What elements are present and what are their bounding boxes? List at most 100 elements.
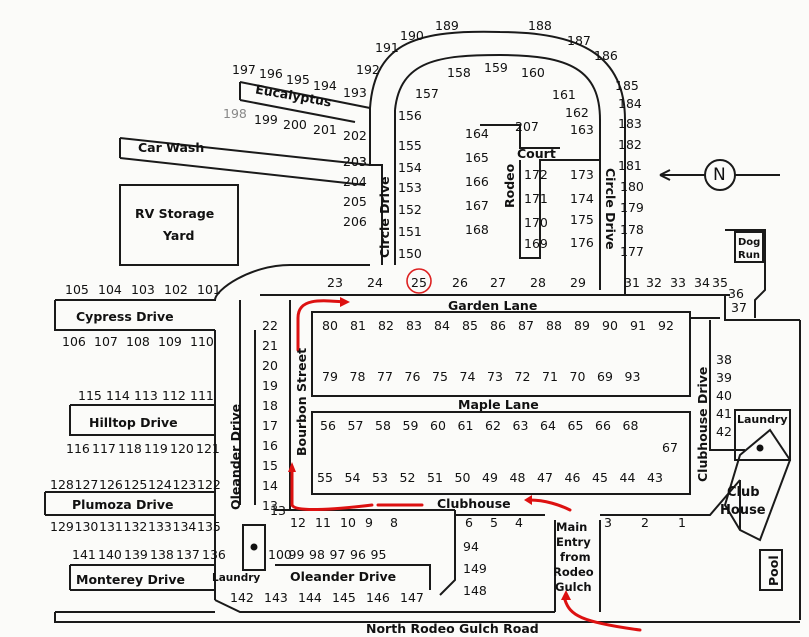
lot-number: 148 xyxy=(463,583,487,598)
lot-number: 185 xyxy=(615,78,639,93)
lot-number: 150 xyxy=(398,246,422,261)
lot-number: 106 xyxy=(62,334,86,349)
lot-number: 112 xyxy=(162,388,186,403)
circle-loop-inner xyxy=(394,53,601,290)
lot-number: 114 xyxy=(106,388,130,403)
lot-number: 2 xyxy=(641,515,649,530)
laundry-right-label: Laundry xyxy=(737,413,788,426)
lot-number: 22 xyxy=(262,318,278,333)
lot-number: 71 xyxy=(542,369,558,384)
lot-number: 169 xyxy=(524,236,548,251)
lot-number: 9 xyxy=(365,515,373,530)
lot-number: 47 xyxy=(537,470,553,485)
lot-number: 8 xyxy=(390,515,398,530)
lot-number: 141 xyxy=(72,547,96,562)
lot-number: 200 xyxy=(283,117,307,132)
lot-number: 13 xyxy=(262,498,278,513)
lot-number: 64 xyxy=(540,418,556,433)
lot-number: 43 xyxy=(647,470,663,485)
lot-number: 149 xyxy=(463,561,487,576)
clubhouse-road-label: Clubhouse xyxy=(437,496,511,511)
lot-number: 11 xyxy=(315,515,331,530)
lot-number: 110 xyxy=(190,334,214,349)
circle-drive-left-label: Circle Drive xyxy=(377,176,392,258)
lot-number: 130 xyxy=(74,519,99,534)
lot-number: 155 xyxy=(398,138,422,153)
lot-number: 86 xyxy=(490,318,506,333)
lot-number: 206 xyxy=(343,214,367,229)
lot-number: 172 xyxy=(524,167,548,182)
lot-number: 34 xyxy=(694,275,710,290)
lot-number: 163 xyxy=(570,122,594,137)
lot-number: 21 xyxy=(262,338,278,353)
lot-number: 187 xyxy=(567,33,591,48)
lot-number: 44 xyxy=(619,470,636,485)
lot-number: 94 xyxy=(463,539,479,554)
lot-number: 100 xyxy=(268,547,292,562)
laundry-left-building xyxy=(242,524,266,571)
lot-number: 63 xyxy=(512,418,529,433)
lot-number: 207 xyxy=(515,119,539,134)
lot-number: 203 xyxy=(343,154,367,169)
lot-number: 109 xyxy=(158,334,182,349)
lot-number: 124 xyxy=(148,477,172,492)
lot-number: 170 xyxy=(524,215,548,230)
lot-number: 195 xyxy=(286,72,310,87)
lot-number: 160 xyxy=(521,65,545,80)
lot-number: 192 xyxy=(356,62,380,77)
lot-number: 152 xyxy=(398,202,422,217)
laundry-right-building xyxy=(734,409,791,461)
lot-number: 90 xyxy=(602,318,618,333)
lot-number: 164 xyxy=(465,126,489,141)
lot-number: 122 xyxy=(197,477,221,492)
lot-number: 111 xyxy=(190,388,214,403)
lot-number: 156 xyxy=(398,108,422,123)
lot-number: 82 xyxy=(378,318,394,333)
lot-number: 165 xyxy=(465,150,489,165)
dog-run-label-2: Run xyxy=(738,250,760,261)
lot-number: 197 xyxy=(232,62,256,77)
lot-number: 131 xyxy=(99,519,123,534)
lot-number: 55 xyxy=(317,470,333,485)
lot-number: 37 xyxy=(731,300,747,315)
lot-number: 32 xyxy=(646,275,662,290)
lot-number: 158 xyxy=(447,65,471,80)
lot-number: 4 xyxy=(515,515,523,530)
lot-number: 146 xyxy=(366,590,390,605)
route-arrow-4 xyxy=(528,498,572,512)
lot-number: 84 xyxy=(434,318,450,333)
hilltop-drive-label: Hilltop Drive xyxy=(89,415,178,430)
lot-number: 154 xyxy=(398,160,422,175)
lot-number: 92 xyxy=(658,318,674,333)
lot-number: 60 xyxy=(430,418,446,433)
lot-number: 20 xyxy=(262,358,278,373)
lot-number: 140 xyxy=(98,547,122,562)
lot-number: 51 xyxy=(427,470,443,485)
lot-number: 75 xyxy=(432,369,448,384)
route-arrow-5 xyxy=(563,598,642,632)
lot-number: 42 xyxy=(716,424,732,439)
lot-number: 27 xyxy=(490,275,506,290)
club-label: Club xyxy=(727,485,760,500)
lot-number: 153 xyxy=(398,180,422,195)
lot-number: 128 xyxy=(50,477,74,492)
laundry-left-label: Laundry xyxy=(212,572,261,584)
lot-number: 104 xyxy=(98,282,122,297)
lot-number: 49 xyxy=(482,470,498,485)
lot-number: 40 xyxy=(716,388,732,403)
lot-25-circle xyxy=(406,268,432,294)
lot-number: 81 xyxy=(350,318,366,333)
lot-number: 57 xyxy=(347,418,364,433)
lot-number: 36 xyxy=(728,286,744,301)
lot-number: 103 xyxy=(131,282,155,297)
lot-number: 62 xyxy=(485,418,501,433)
lot-number: 119 xyxy=(144,441,168,456)
lot-number: 14 xyxy=(262,478,278,493)
lot-number: 178 xyxy=(620,222,644,237)
lot-number: 6 xyxy=(465,515,473,530)
lot-number: 179 xyxy=(620,200,644,215)
lot-number: 201 xyxy=(313,122,337,137)
lot-number: 186 xyxy=(594,48,618,63)
lot-number: 70 xyxy=(569,369,586,384)
